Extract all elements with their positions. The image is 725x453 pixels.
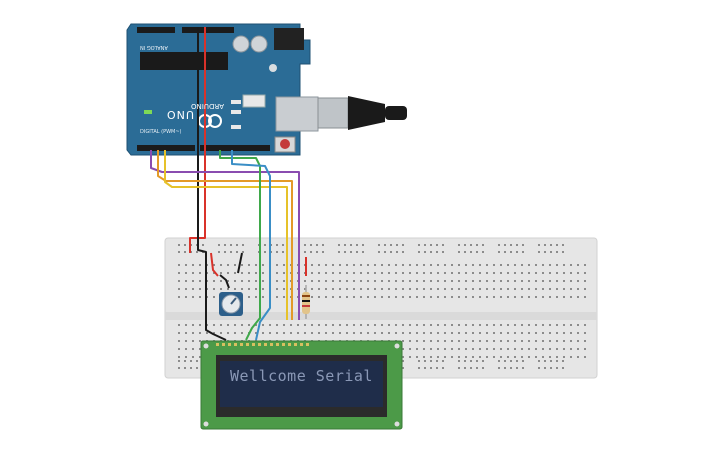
power-led	[144, 110, 152, 114]
reset-button[interactable]	[280, 139, 290, 149]
capacitor-icon	[232, 35, 250, 53]
wire-red-pot	[210, 252, 219, 277]
board-brand-label: ARDUINO	[191, 102, 224, 110]
wire-blue	[231, 150, 271, 341]
wire-yellow	[164, 150, 288, 320]
digital-header-label: DIGITAL (PWM~)	[140, 129, 182, 135]
wire-black-gnd	[197, 27, 227, 341]
wire-purple	[150, 150, 300, 320]
usb-cable[interactable]	[317, 96, 407, 130]
microcontroller-chip	[140, 52, 228, 70]
lcd-module[interactable]	[200, 340, 403, 430]
wires	[150, 27, 307, 341]
lcd-screen	[220, 361, 383, 407]
power-jack[interactable]	[274, 28, 304, 50]
resistor	[302, 285, 310, 319]
wire-black-jumper	[237, 252, 243, 274]
wire-black-pot	[219, 274, 230, 289]
usb-port[interactable]	[275, 96, 319, 132]
capacitor-icon	[250, 35, 268, 53]
potentiometer[interactable]	[219, 292, 243, 316]
arduino-uno-board[interactable]	[126, 23, 319, 156]
lcd-display-text: Wellcome Serial	[230, 367, 373, 385]
analog-header-label: ANALOG IN	[140, 44, 168, 50]
board-model-label: UNO	[166, 108, 194, 121]
